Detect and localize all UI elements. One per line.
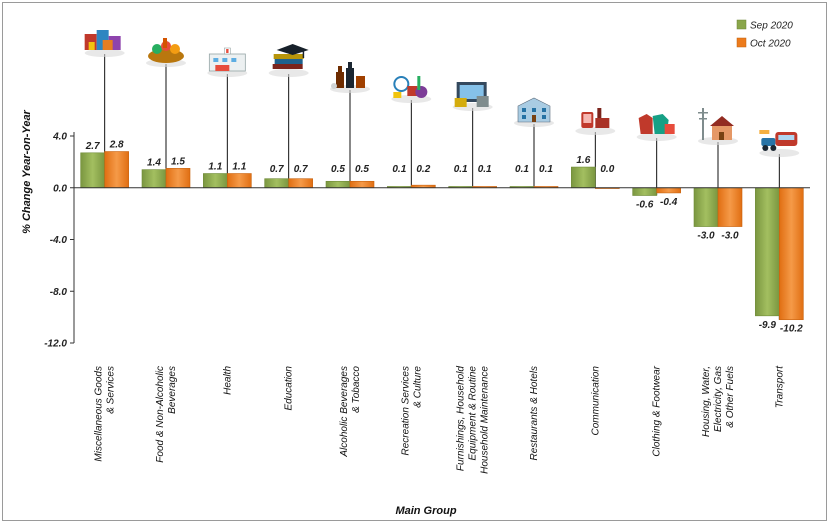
bar-oct-2020: [227, 173, 252, 189]
data-label: 0.0: [600, 164, 614, 175]
y-tick-label: -12.0: [44, 339, 67, 350]
data-label: 1.1: [208, 162, 222, 173]
data-label: -10.2: [780, 324, 803, 335]
x-category-label: Health: [222, 366, 233, 395]
x-category-label: & Other Fuels: [725, 366, 736, 428]
x-category-label: Household Maintenance: [480, 366, 491, 474]
x-axis-label: Main Group: [395, 505, 456, 517]
y-tick-label: 0.0: [53, 183, 67, 194]
bar-sep-2020: [203, 173, 228, 189]
data-label: -0.4: [660, 197, 678, 208]
bar-oct-2020: [165, 168, 191, 189]
data-label: 0.5: [355, 164, 369, 175]
data-label: -9.9: [759, 320, 777, 331]
x-category-label: Transport: [774, 365, 785, 408]
hotel-building-icon: [514, 97, 554, 127]
house-utilities-icon: [698, 108, 738, 145]
x-category-label: Recreation Services: [400, 366, 411, 455]
bar-sep-2020: [325, 180, 351, 189]
data-label: 1.5: [171, 156, 185, 167]
vehicles-icon: [759, 130, 800, 157]
bar-oct-2020: [717, 187, 743, 227]
x-category-label: Education: [284, 366, 295, 411]
bar-oct-2020: [779, 187, 804, 321]
bar-oct-2020: [104, 151, 129, 189]
data-label: 0.7: [294, 164, 308, 175]
food-basket-icon: [146, 38, 186, 67]
shopping-bags-icon: [84, 30, 125, 57]
clothing-icon: [636, 114, 677, 141]
hospital-icon: [207, 47, 248, 77]
x-category-label: Beverages: [167, 366, 178, 414]
x-category-label: Equipment & Routine: [468, 366, 479, 461]
data-label: 0.1: [539, 164, 553, 175]
books-graduation-icon: [268, 44, 309, 77]
x-category-label: & Services: [106, 366, 117, 414]
x-category-label: Clothing & Footwear: [652, 365, 663, 456]
x-category-label: Furnishings, Household: [456, 366, 467, 471]
data-label: 2.7: [85, 141, 100, 152]
data-label: 0.2: [416, 164, 430, 175]
data-label: -3.0: [721, 231, 739, 242]
legend-swatch-sep: [736, 19, 747, 30]
bar-sep-2020: [264, 178, 289, 189]
x-category-label: Electricity, Gas: [713, 366, 724, 432]
y-tick-label: 4.0: [52, 132, 67, 143]
y-axis-label: % Change Year-on-Year: [21, 109, 33, 233]
leisure-items-icon: [391, 76, 432, 103]
x-category-label: Restaurants & Hotels: [529, 366, 540, 461]
data-label: 2.8: [109, 140, 124, 151]
data-label: 0.1: [515, 164, 529, 175]
data-label: 1.4: [147, 158, 161, 169]
data-label: 1.1: [232, 162, 246, 173]
data-label: -3.0: [697, 231, 715, 242]
x-category-label: Communication: [590, 366, 601, 436]
data-label: -0.6: [636, 200, 654, 211]
x-category-label: Food & Non-Alcoholic: [155, 366, 166, 463]
bar-oct-2020: [288, 178, 313, 189]
data-label: 0.1: [454, 164, 468, 175]
home-appliances-icon: [452, 82, 493, 111]
phone-icon: [575, 108, 616, 135]
data-label: 0.5: [331, 164, 345, 175]
legend: Sep 2020 Oct 2020: [736, 19, 793, 50]
x-category-label: & Culture: [412, 366, 423, 408]
bottles-icon: [330, 62, 370, 93]
data-label: 1.6: [576, 155, 590, 166]
bar-sep-2020: [141, 169, 167, 189]
y-tick-label: -8.0: [50, 287, 68, 298]
bar-sep-2020: [571, 166, 596, 189]
bar-sep-2020: [755, 187, 780, 317]
legend-label-oct: Oct 2020: [750, 39, 791, 50]
x-category-label: Miscellaneous Goods: [94, 366, 105, 462]
bar-sep-2020: [632, 187, 657, 196]
bar-oct-2020: [656, 187, 681, 194]
y-tick-label: -4.0: [50, 235, 68, 246]
data-label: 0.1: [478, 164, 492, 175]
legend-swatch-oct: [736, 37, 747, 48]
x-category-label: Housing, Water,: [701, 366, 712, 437]
bar-sep-2020: [80, 152, 105, 189]
bar-sep-2020: [693, 187, 719, 227]
legend-label-sep: Sep 2020: [750, 21, 793, 32]
x-category-label: & Tobacco: [351, 366, 362, 413]
x-category-label: Alcoholic Beverages: [339, 366, 350, 458]
data-label: 0.7: [270, 164, 284, 175]
data-label: 0.1: [392, 164, 406, 175]
bar-oct-2020: [349, 180, 375, 189]
